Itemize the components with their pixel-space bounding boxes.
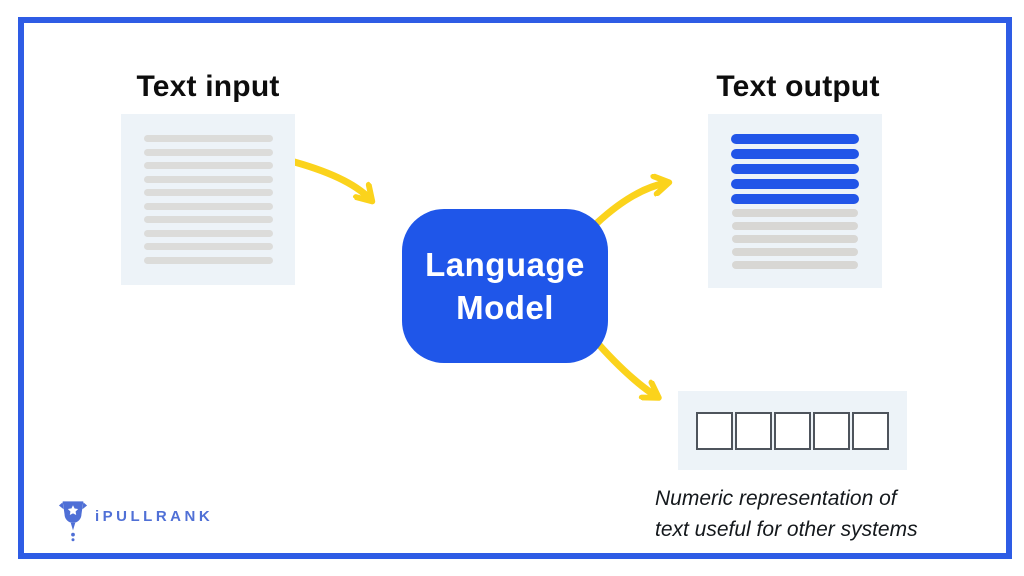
input-text-line xyxy=(143,148,273,156)
input-text-line xyxy=(143,175,273,183)
caption-line1: Numeric representation of xyxy=(655,487,897,510)
numeric-cell xyxy=(852,411,889,450)
input-text-line xyxy=(143,243,273,251)
output-gray-line xyxy=(732,221,858,230)
input-text-line xyxy=(143,229,273,237)
input-text-line xyxy=(143,135,273,143)
caption-line2: text useful for other systems xyxy=(655,518,918,541)
numeric-cell xyxy=(696,411,733,450)
input-text-line xyxy=(143,256,273,264)
language-model-label-line2: Model xyxy=(456,289,554,326)
output-highlight-line xyxy=(731,148,859,159)
output-gray-line xyxy=(732,234,858,243)
output-highlight-line xyxy=(731,133,859,144)
output-highlight-line xyxy=(731,178,859,189)
ipullrank-logo: iPULLRANK xyxy=(58,498,213,544)
output-gray-line xyxy=(732,247,858,256)
output-gray-line xyxy=(732,208,858,217)
trophy-icon xyxy=(58,501,88,542)
numeric-cell xyxy=(735,411,772,450)
logo-wordmark: iPULLRANK xyxy=(95,507,214,525)
output-highlight-line xyxy=(731,193,859,204)
numeric-cell xyxy=(774,411,811,450)
text-output-document xyxy=(708,114,882,288)
numeric-representation-panel xyxy=(678,391,907,470)
text-input-heading: Text input xyxy=(136,70,280,103)
input-text-line xyxy=(143,216,273,224)
text-output-heading: Text output xyxy=(716,70,880,103)
input-text-line xyxy=(143,202,273,210)
outer-border-frame xyxy=(18,17,1012,559)
language-model-label-line1: Language xyxy=(425,246,585,283)
input-text-line xyxy=(143,189,273,197)
numeric-cell xyxy=(813,411,850,450)
input-text-line xyxy=(143,162,273,170)
numeric-representation-caption: Numeric representation of text useful fo… xyxy=(655,483,955,545)
output-gray-line xyxy=(732,260,858,269)
language-model-box: Language Model xyxy=(402,209,608,363)
output-highlight-line xyxy=(731,163,859,174)
text-input-document xyxy=(121,114,295,285)
